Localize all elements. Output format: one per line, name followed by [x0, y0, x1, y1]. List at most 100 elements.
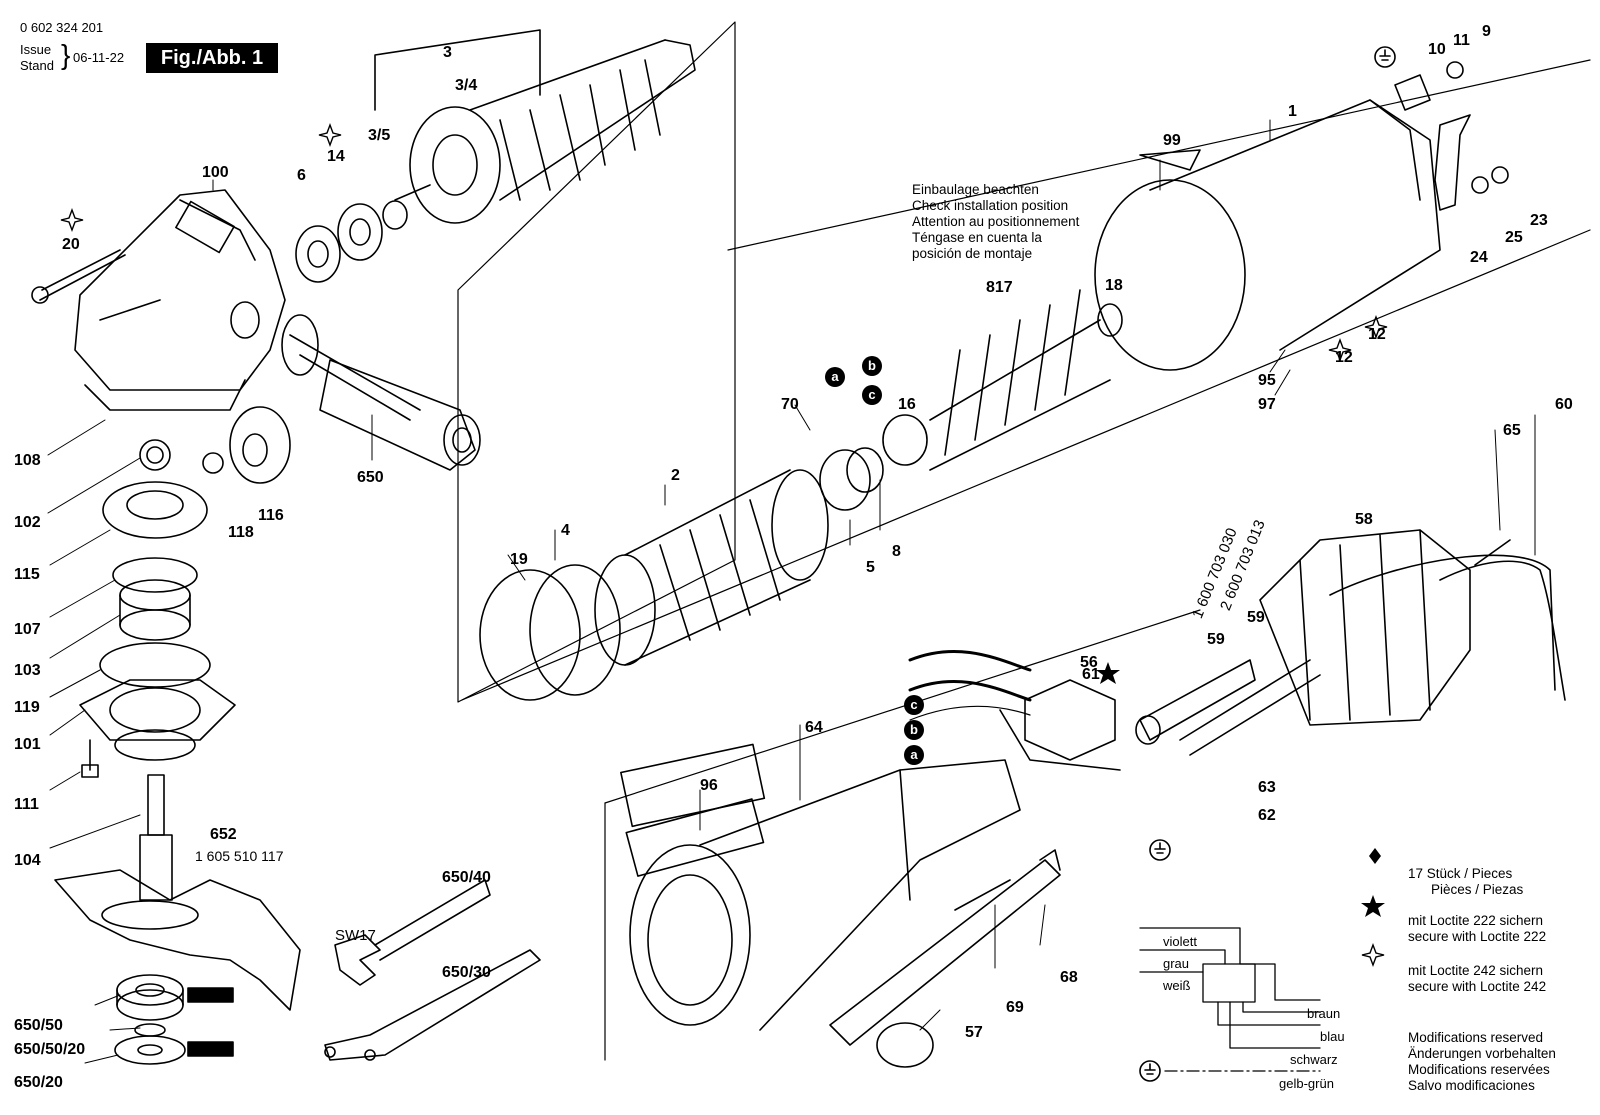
wire-marker-b: b	[904, 720, 924, 740]
bracket-icon	[1394, 61, 1509, 211]
side-handle-icon	[281, 314, 481, 471]
part-label: 107	[14, 621, 41, 638]
wire-label: grau	[1163, 956, 1190, 971]
wire-marker-c: c	[862, 385, 882, 405]
wrench-size-label: SW17	[335, 927, 376, 944]
part-number-label: 1 605 510 117	[195, 848, 284, 864]
ball-bearing-icon	[119, 579, 191, 641]
flange-nut-icon	[114, 974, 186, 1065]
part-label: 59	[1247, 609, 1265, 626]
wire-label: braun	[1307, 1006, 1341, 1021]
spindle-assembly-icon	[374, 29, 696, 224]
ground-symbol-icon	[1139, 46, 1396, 1082]
part-label: 119	[14, 699, 40, 716]
install-note-line: Téngase en cuenta la	[912, 230, 1042, 245]
wire-label: blau	[1320, 1029, 1345, 1044]
part-label: 650/30	[442, 964, 491, 981]
loctite-star-icon	[60, 123, 1388, 967]
part-label: 1	[1288, 103, 1297, 120]
wrench-icon	[334, 879, 491, 986]
switch-icon	[999, 679, 1121, 771]
part-label: 2	[671, 467, 680, 484]
wire-marker-a: a	[825, 367, 845, 387]
handle-housing-icon	[620, 743, 1021, 1031]
part-label: 116	[258, 507, 284, 524]
part-label: 118	[228, 524, 254, 541]
wiring-diagram-icon	[1139, 927, 1321, 1072]
retaining-ring-icon	[112, 557, 198, 593]
stand-label: Stand	[20, 58, 54, 73]
nut-icon	[139, 439, 171, 471]
assembly-frame-lines	[457, 21, 1591, 1061]
part-label: 3	[443, 44, 452, 61]
spanner-symbol-icon	[187, 987, 234, 1003]
part-label: 96	[700, 777, 718, 794]
legend-loctite222: mit Loctite 222 sichern	[1408, 913, 1544, 928]
o-ring-icon	[99, 642, 211, 688]
part-label: 68	[1060, 969, 1078, 986]
part-label: 97	[1258, 396, 1276, 413]
part-label: 101	[14, 736, 41, 753]
part-label: 103	[14, 662, 41, 679]
part-label: 56	[1080, 654, 1098, 671]
cable-protector-icon	[1135, 659, 1256, 745]
part-label: 63	[1258, 779, 1276, 796]
part-label: 4	[561, 522, 570, 539]
part-label: 104	[14, 852, 41, 869]
part-label: 102	[14, 514, 41, 531]
part-label: 14	[327, 148, 345, 165]
screw-icon	[1474, 539, 1511, 566]
part-label: 59	[1207, 631, 1225, 648]
wire-marker-a: a	[904, 745, 924, 765]
part-label: 62	[1258, 807, 1276, 824]
part-label: 650/50/20	[14, 1041, 86, 1058]
part-label: 3/4	[455, 77, 478, 94]
part-label: 25	[1505, 229, 1523, 246]
wire-label: schwarz	[1290, 1052, 1338, 1067]
legend-loctite242: secure with Loctite 242	[1408, 979, 1547, 994]
wire-marker-c: c	[904, 695, 924, 715]
part-label: 108	[14, 452, 41, 469]
spindle-icon	[139, 774, 173, 901]
wire-label: gelb-grün	[1279, 1076, 1334, 1091]
wire-marker-b: b	[862, 356, 882, 376]
part-number: 0 602 324 201	[20, 20, 104, 35]
legend-modifications: Modifications reserved	[1408, 1030, 1544, 1045]
part-label: 652	[210, 826, 237, 843]
part-label: 650	[357, 469, 384, 486]
part-label: 70	[781, 396, 799, 413]
part-label: 5	[866, 559, 875, 576]
legend-pieces: Pièces / Piezas	[1431, 882, 1524, 897]
part-label: 95	[1258, 372, 1276, 389]
screw-icon	[31, 249, 126, 304]
part-label: 8	[892, 543, 901, 560]
part-label: 650/40	[442, 869, 491, 886]
legend-pieces: 17 Stück / Pieces	[1408, 866, 1513, 881]
spanner-symbol-icon	[187, 1041, 234, 1057]
install-note-line: Check installation position	[912, 198, 1069, 213]
legend-modifications: Salvo modificaciones	[1408, 1078, 1535, 1093]
part-label: 99	[1163, 132, 1181, 149]
part-label: 3/5	[368, 127, 391, 144]
gear-housing-icon	[74, 189, 286, 411]
diamond-icon	[1369, 848, 1381, 864]
legend-loctite242: mit Loctite 242 sichern	[1408, 963, 1544, 978]
part-label: 19	[510, 551, 528, 568]
install-note-line: posición de montaje	[912, 246, 1033, 261]
part-label: 64	[805, 719, 823, 736]
spring-icon	[954, 879, 1011, 911]
bearing-icon	[295, 200, 408, 283]
part-label: 100	[202, 164, 229, 181]
loctite222-star-icon	[1096, 662, 1385, 917]
part-label: 111	[14, 796, 39, 813]
motor-housing-icon	[1094, 99, 1441, 371]
power-cord-icon	[1439, 560, 1566, 701]
part-label: 24	[1470, 249, 1488, 266]
part-label: 18	[1105, 277, 1123, 294]
part-label: 12	[1368, 326, 1386, 343]
part-label: 9	[1482, 23, 1491, 40]
part-label: 10	[1428, 41, 1446, 58]
part-label: 115	[14, 566, 40, 583]
wire-label: weiß	[1163, 978, 1191, 993]
